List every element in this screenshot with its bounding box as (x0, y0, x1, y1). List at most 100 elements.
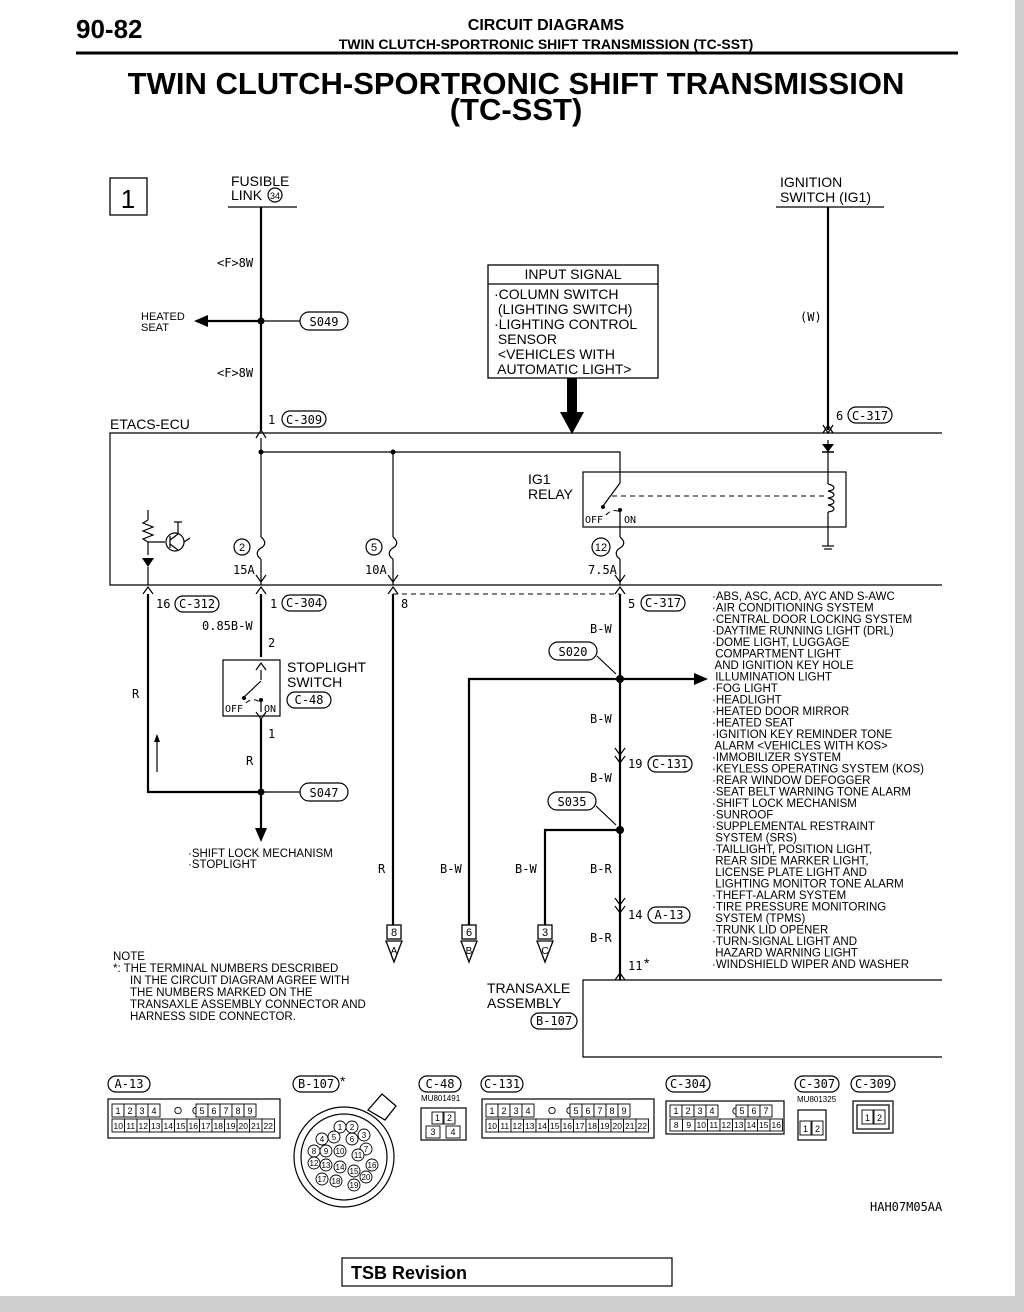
input-signal-title: INPUT SIGNAL (525, 266, 622, 282)
terminal-chevron (614, 971, 626, 981)
connector-pin-number: 9 (324, 1147, 329, 1156)
connector-pin-number: 3 (430, 1127, 435, 1137)
wire-label-bw-2: B-W (590, 712, 612, 726)
connector-pin-number: 8 (609, 1106, 614, 1116)
system-list-item: COMPARTMENT LIGHT (712, 649, 841, 661)
connector-pin-number: 3 (513, 1106, 518, 1116)
connector-pin-number: 15 (350, 1167, 359, 1176)
terminal-chevron (614, 905, 626, 915)
system-list-item: ·CENTRAL DOOR LOCKING SYSTEM (712, 614, 912, 626)
note-line: HARNESS SIDE CONNECTOR. (130, 1011, 296, 1023)
terminal-chevron (822, 424, 834, 435)
connector-pin-number: 21 (251, 1121, 261, 1131)
wire-label-w: (W) (800, 310, 822, 324)
current-direction-arrowhead (154, 734, 160, 742)
connector-pin (333, 1144, 347, 1158)
connector-pin-number: 6 (751, 1106, 756, 1116)
system-list-item: ·SUNROOF (712, 810, 773, 822)
connector-view-tag (665, 1075, 711, 1093)
ig1-diode (822, 444, 834, 452)
connector-pin-number: 2 (127, 1106, 132, 1116)
terminal-11: 11 (628, 959, 642, 973)
input-signal-line: AUTOMATIC LIGHT> (494, 361, 632, 377)
connector-pin-number: 4 (320, 1135, 325, 1144)
fuse-12: 12 7.5A (588, 536, 625, 577)
connector-pin-number: 7 (763, 1106, 768, 1116)
connector-pin-number: 4 (151, 1106, 156, 1116)
connector-pin (357, 1128, 371, 1142)
connector-pin-number: 14 (747, 1120, 757, 1130)
system-list-item: ·AIR CONDITIONING SYSTEM (712, 603, 874, 615)
system-list-item: LIGHTING MONITOR TONE ALARM (712, 879, 904, 891)
connector-face-inner (856, 1104, 890, 1130)
connector-a13-label: A-13 (655, 908, 684, 922)
connector-pin-number: 1 (489, 1106, 494, 1116)
connector-pin-number: 16 (563, 1121, 573, 1131)
connector-pin-number: 7 (223, 1106, 228, 1116)
fuse-rating: 15A (233, 563, 255, 577)
connector-pin-number: 16 (772, 1120, 782, 1130)
fuse-2: 2 15A (233, 536, 266, 577)
connector-view-label: C-309 (855, 1077, 891, 1091)
connector-pin (365, 1158, 379, 1172)
connector-pin-number: 1 (338, 1123, 343, 1132)
part-number: MU801491 (421, 1094, 461, 1103)
ignition-switch-label-2: SWITCH (IG1) (780, 189, 871, 205)
connector-c309-tag (281, 410, 327, 428)
ig1-relay-on: ON (624, 515, 636, 526)
connector-pin-number: 15 (759, 1120, 769, 1130)
connector-pin-number: 5 (573, 1106, 578, 1116)
input-signal-arrow-head (560, 412, 584, 434)
system-list-item: LICENSE PLATE LIGHT AND (712, 867, 867, 879)
fuse-symbol (388, 536, 398, 560)
connector-pin (319, 1158, 333, 1172)
offpage-connector-b: 6 B (460, 924, 478, 964)
terminal-chevron (822, 423, 834, 434)
terminal-stop-2: 2 (268, 636, 275, 650)
shift-lock-line: ·SHIFT LOCK MECHANISM (188, 848, 333, 860)
transaxle-label: TRANSAXLE (487, 980, 570, 996)
connector-face (481, 1098, 655, 1139)
connector-pin-number: 4 (450, 1127, 455, 1137)
connector-view-tag (794, 1075, 840, 1093)
connector-pin (345, 1132, 359, 1146)
connector-pin-number: 2 (447, 1113, 452, 1123)
connector-c304-label: C-304 (286, 596, 322, 610)
note-line: IN THE CIRCUIT DIAGRAM AGREE WITH (130, 975, 349, 987)
system-list-item: ·KEYLESS OPERATING SYSTEM (KOS) (712, 764, 924, 776)
connector-pin-number: 19 (226, 1121, 236, 1131)
round-connector-outer (293, 1106, 395, 1208)
offpage-connector-a: 8 A (385, 924, 403, 964)
connector-pin-number: 15 (176, 1121, 186, 1131)
offpage-flag (536, 940, 554, 964)
fuse-number: 5 (371, 542, 377, 554)
splice-dot-s047 (257, 788, 265, 796)
page-title-line1: TWIN CLUTCH-SPORTRONIC SHIFT TRANSMISSIO… (128, 66, 905, 101)
terminal-chevron (614, 747, 626, 757)
system-list-item: ·REAR WINDOW DEFOGGER (712, 775, 870, 787)
input-signal-line: <VEHICLES WITH (494, 346, 615, 362)
connector-pin-number: 2 (877, 1113, 882, 1123)
system-list-item: ALARM <VEHICLES WITH KOS> (712, 741, 888, 753)
connector-pin-number: 5 (332, 1133, 337, 1142)
offpage-number-box (537, 924, 553, 940)
fuse-number-circle (591, 537, 611, 557)
system-list-item: ·SUPPLEMENTAL RESTRAINT (712, 821, 875, 833)
connector-pin-number: 17 (201, 1121, 211, 1131)
connector-pin-number: 14 (538, 1121, 548, 1131)
connector-view-tag (850, 1075, 896, 1093)
wire-bw-c (543, 828, 620, 925)
connector-pin (319, 1144, 333, 1158)
connector-pin-number: 1 (115, 1106, 120, 1116)
connector-pin-number: 12 (513, 1121, 523, 1131)
connector-pin-number: 8 (674, 1120, 679, 1130)
fusible-link-number-circle (267, 187, 283, 203)
junction-dot (258, 449, 264, 455)
system-list-item: ·HEATED DOOR MIRROR (712, 706, 849, 718)
input-signal-line: SENSOR (494, 331, 557, 347)
